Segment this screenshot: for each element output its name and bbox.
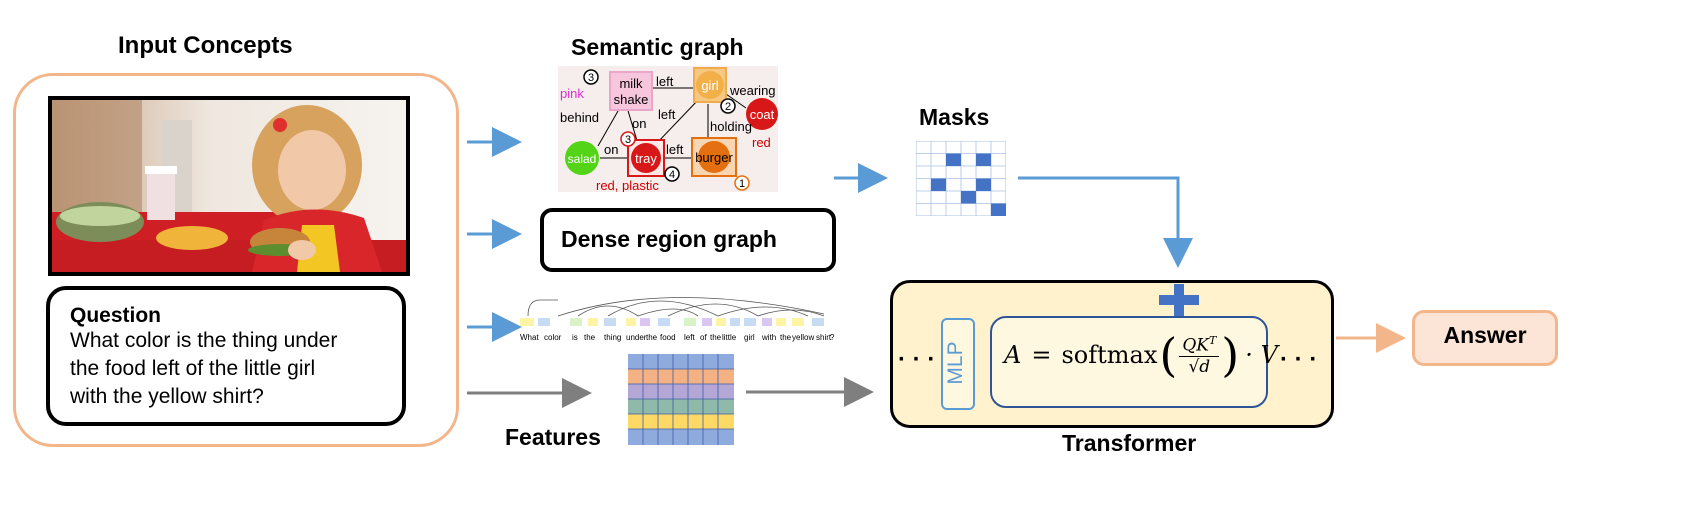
attr-red: red bbox=[752, 135, 771, 150]
question-heading: Question bbox=[70, 304, 162, 327]
girl-eating-photo bbox=[52, 100, 406, 272]
dep-word-6: under bbox=[626, 333, 647, 342]
formula-fraction: QKT √d bbox=[1179, 334, 1220, 377]
dep-word-1: What bbox=[520, 333, 539, 342]
dep-word-15: the bbox=[780, 333, 792, 342]
features-title: Features bbox=[505, 424, 601, 450]
dep-word-5: thing bbox=[604, 333, 621, 342]
question-text-line-3: with the yellow shirt? bbox=[70, 385, 264, 408]
edge-left-low: left bbox=[666, 142, 684, 157]
formula-numerator: QKT bbox=[1179, 334, 1220, 357]
edge-holding: holding bbox=[710, 119, 752, 134]
dep-word-16: yellow bbox=[792, 333, 814, 342]
dense-region-graph-label: Dense region graph bbox=[561, 226, 777, 252]
girl-node-fill bbox=[696, 71, 724, 99]
masks-title: Masks bbox=[919, 104, 990, 130]
input-concepts-title: Input Concepts bbox=[118, 32, 293, 59]
step-3a: 3 bbox=[588, 72, 594, 84]
edge-behind: behind bbox=[560, 110, 599, 125]
answer-box bbox=[1412, 310, 1558, 366]
milkshake-label-1: milk bbox=[619, 76, 643, 91]
tray-node-fill bbox=[631, 143, 661, 173]
arrow-masks-to-transformer bbox=[1018, 176, 1193, 268]
attention-formula-box bbox=[990, 316, 1268, 408]
edge-on-right: on bbox=[632, 116, 646, 131]
dep-word-3: is bbox=[572, 333, 578, 342]
dep-word-13: girl bbox=[744, 333, 755, 342]
burger-node-fill bbox=[698, 141, 730, 173]
transformer-dots-right: · · · bbox=[1280, 346, 1318, 373]
edge-left-mid: left bbox=[658, 107, 676, 122]
coat-label: coat bbox=[750, 107, 775, 122]
dep-word-9: left bbox=[684, 333, 695, 342]
features-grid bbox=[628, 354, 734, 445]
dep-word-14: with bbox=[761, 333, 776, 342]
girl-label: girl bbox=[701, 78, 718, 93]
dense-region-graph-box bbox=[540, 208, 836, 272]
add-plus-icon bbox=[1159, 284, 1199, 316]
question-box bbox=[46, 286, 406, 426]
dep-word-10: of bbox=[700, 333, 707, 342]
dep-word-18: ? bbox=[830, 333, 835, 342]
dep-word-17: shirt bbox=[816, 333, 832, 342]
dep-word-11: the bbox=[710, 333, 722, 342]
question-text-line-2: the food left of the little girl bbox=[70, 357, 316, 380]
transformer-title: Transformer bbox=[1062, 430, 1197, 456]
edge-wearing: wearing bbox=[729, 83, 776, 98]
tray-label: tray bbox=[635, 151, 657, 166]
formula-denominator: √d bbox=[1188, 355, 1211, 377]
step-2: 2 bbox=[725, 101, 731, 113]
question-text-line-1: What color is the thing under bbox=[70, 329, 338, 352]
semantic-graph: milk shake girl coat salad tray burger l… bbox=[558, 66, 778, 192]
formula-rhs: · V bbox=[1245, 341, 1278, 370]
step-4: 4 bbox=[669, 169, 675, 181]
burger-label: burger bbox=[695, 150, 733, 165]
formula-softmax: softmax bbox=[1061, 341, 1158, 370]
input-concepts-frame bbox=[13, 73, 459, 447]
formula-eq: = bbox=[1031, 341, 1052, 370]
formula-paren-open: ( bbox=[1159, 328, 1178, 383]
step-1: 1 bbox=[739, 178, 745, 190]
edge-left-top: left bbox=[656, 74, 674, 89]
mask-grid bbox=[916, 141, 1006, 216]
mlp-label: MLP bbox=[944, 341, 967, 385]
milkshake-node bbox=[609, 71, 653, 111]
mlp-box bbox=[941, 318, 975, 410]
salad-node bbox=[565, 141, 599, 175]
edge-on-left: on bbox=[604, 142, 618, 157]
dep-word-12: little bbox=[722, 333, 737, 342]
dep-word-4: the bbox=[584, 333, 596, 342]
dep-word-7: the bbox=[646, 333, 658, 342]
dep-word-8: food bbox=[660, 333, 676, 342]
transformer-dots-left: · · · bbox=[898, 346, 936, 373]
step-3b: 3 bbox=[625, 134, 631, 146]
dep-word-2: color bbox=[544, 333, 562, 342]
attr-red-plastic: red, plastic bbox=[596, 178, 659, 192]
formula-paren-close: ) bbox=[1221, 328, 1240, 383]
milkshake-label-2: shake bbox=[614, 92, 649, 107]
answer-label: Answer bbox=[1443, 322, 1527, 348]
input-image bbox=[48, 96, 410, 276]
formula-lhs: A bbox=[1004, 341, 1022, 370]
dependency-parse: What color is the thing under the food l… bbox=[520, 297, 835, 342]
attention-formula: A = softmax ( QKT √d ) · V bbox=[1004, 328, 1278, 383]
semantic-graph-title: Semantic graph bbox=[571, 34, 744, 60]
attr-pink: pink bbox=[560, 86, 584, 101]
salad-label: salad bbox=[568, 152, 597, 166]
coat-node bbox=[746, 98, 778, 130]
